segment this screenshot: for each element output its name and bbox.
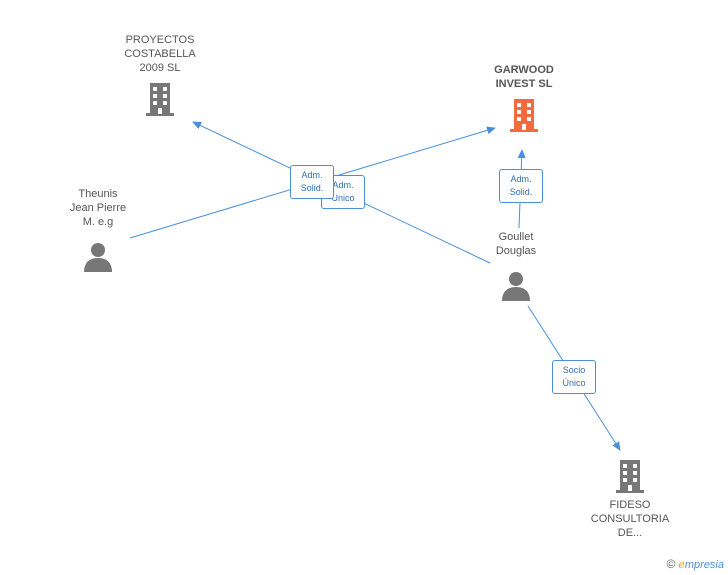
edge-label-adm-solid: Adm. Solid. — [290, 165, 334, 199]
edge-label-socio-unico: Socio Único — [552, 360, 596, 394]
building-icon — [616, 460, 644, 493]
node-fideso-consultoria[interactable]: FIDESO CONSULTORIA DE... — [580, 458, 680, 540]
person-icon — [502, 272, 530, 301]
node-proyectos-costabella[interactable]: PROYECTOS COSTABELLA 2009 SL — [110, 33, 210, 117]
node-goullet-douglas[interactable]: Goullet Douglas — [468, 230, 564, 302]
brand-watermark: © empresia — [666, 557, 724, 571]
copyright-symbol: © — [666, 557, 676, 571]
node-label: Theunis Jean Pierre M. e.g — [69, 188, 127, 228]
node-theunis-jean-pierre[interactable]: Theunis Jean Pierre M. e.g — [50, 187, 146, 273]
node-label: Goullet Douglas — [495, 231, 537, 257]
brand-name: mpresia — [684, 559, 724, 571]
building-icon — [146, 83, 174, 116]
node-garwood-invest[interactable]: GARWOOD INVEST SL — [474, 63, 574, 133]
node-label: GARWOOD INVEST SL — [494, 64, 554, 90]
node-label: PROYECTOS COSTABELLA 2009 SL — [124, 34, 196, 74]
node-label: FIDESO CONSULTORIA DE... — [590, 499, 670, 539]
person-icon — [84, 243, 112, 272]
edge-label-adm-solid-garwood: Adm. Solid. — [499, 169, 543, 203]
building-icon — [510, 99, 538, 132]
brand-logo-e: e — [678, 558, 685, 571]
